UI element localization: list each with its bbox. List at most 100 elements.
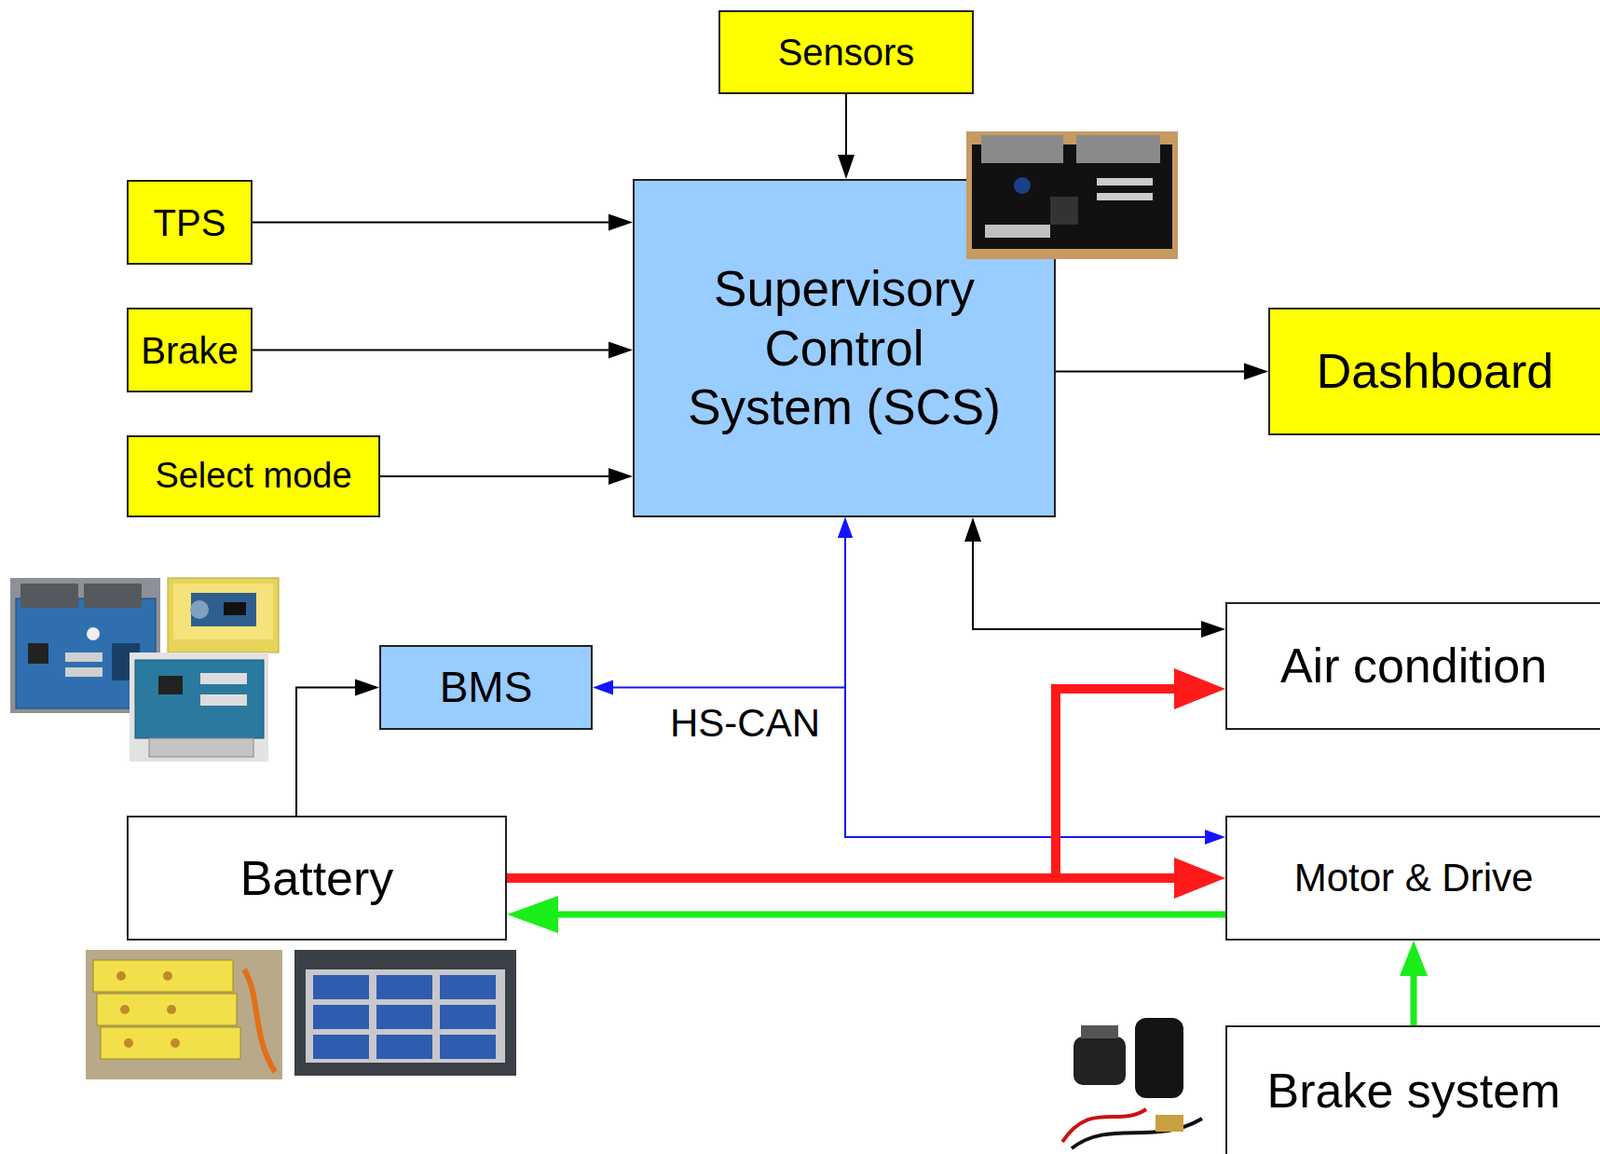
input-box: TPS	[126, 179, 253, 265]
battery-cell-photo-part	[190, 600, 209, 619]
arrow-head	[608, 341, 633, 359]
node-label: Battery	[240, 848, 395, 907]
connector-line	[1055, 370, 1245, 373]
output-box: Dashboard	[1268, 307, 1600, 436]
connector	[506, 668, 1226, 878]
input-box: Select mode	[126, 435, 381, 518]
node-label: Supervisory Control System (SCS)	[683, 259, 1006, 438]
battery-pack-photo-part	[439, 1034, 496, 1059]
arrow-head	[1204, 829, 1226, 845]
node-text-group: Air condition	[1280, 636, 1547, 695]
battery-pack-photo-part	[376, 974, 433, 999]
connector	[296, 679, 380, 817]
node-label: TPS	[153, 200, 227, 246]
connector-line	[380, 475, 610, 478]
battery-cell-photo-part	[167, 577, 279, 653]
connector	[252, 341, 633, 359]
bms-board2-photo	[129, 652, 269, 762]
connector	[1399, 940, 1428, 1026]
vacuum-pump-photo	[1052, 1010, 1215, 1154]
ecu-board-part	[984, 224, 1051, 238]
connector-line	[972, 540, 1203, 630]
node-label: BMS	[439, 661, 534, 713]
battery-cell-photo	[167, 577, 279, 653]
arrow-head	[964, 517, 982, 542]
battery-cells-photo-part	[100, 1026, 241, 1059]
bms-board-photo-part	[65, 667, 103, 677]
battery-pack-photo-part	[305, 969, 506, 1063]
arrow-head	[1174, 668, 1226, 710]
subsystem-box: Motor & Drive	[1225, 815, 1600, 941]
bms-board2-photo-part	[149, 738, 254, 757]
arrow-head	[608, 467, 633, 485]
bms-board-photo-part	[83, 583, 142, 608]
battery-cell-photo-part	[191, 592, 257, 627]
connector	[592, 517, 853, 696]
bms-board-photo-part	[65, 652, 103, 662]
ecu-board-part	[966, 131, 1178, 260]
ecu-board-part	[1096, 177, 1153, 186]
node-text-group: BMS	[439, 661, 534, 713]
controller-box: BMS	[379, 644, 593, 730]
bms-board-photo-part	[20, 583, 79, 608]
battery-cells-photo-part	[96, 993, 237, 1026]
bms-board2-photo-part	[200, 672, 247, 684]
vacuum-pump-photo-part	[1155, 1114, 1184, 1132]
bms-board-photo-part	[27, 642, 49, 664]
connector	[252, 214, 633, 232]
battery-cells-photo-part	[166, 1004, 177, 1014]
node-text-group: Motor & Drive	[1294, 854, 1534, 902]
connector-line	[296, 687, 356, 817]
battery-pack-photo-part	[376, 1034, 433, 1059]
node-label: Dashboard	[1316, 341, 1554, 400]
ecu-board-photo	[966, 131, 1178, 260]
arrow-head	[592, 680, 614, 696]
input-box: Brake	[126, 307, 253, 393]
bms-board-photo-part	[86, 627, 100, 641]
bms-board2-photo-part	[135, 659, 264, 739]
battery-cells-photo-part	[170, 1038, 180, 1048]
connector	[837, 94, 855, 179]
bms-board2-photo-part	[200, 694, 247, 706]
subsystem-box: Air condition	[1225, 601, 1600, 730]
battery-pack-photo-part	[439, 974, 496, 999]
arrow-head	[1399, 940, 1428, 976]
arrow-head	[1244, 363, 1269, 381]
node-label: Brake	[140, 328, 239, 373]
controller-box: Supervisory Control System (SCS)	[632, 178, 1056, 518]
ecu-board-part	[981, 135, 1064, 164]
node-label: Select mode	[154, 454, 352, 498]
node-text-group: Brake system	[1267, 1061, 1561, 1120]
arrow-head	[506, 895, 559, 933]
battery-pack-photo	[294, 949, 517, 1076]
arrow-head	[1174, 857, 1226, 899]
ecu-board-part	[1013, 177, 1031, 194]
arrow-head	[1201, 620, 1226, 638]
node-text-group: Select mode	[154, 454, 352, 498]
connector-line	[252, 349, 610, 352]
ecu-board-part	[1076, 135, 1161, 164]
battery-cells-photo-part	[85, 949, 283, 1080]
bms-board2-photo-part	[129, 652, 269, 762]
battery-pack-photo-part	[313, 1034, 370, 1059]
node-text-group: Brake	[140, 328, 239, 373]
connector	[964, 517, 1226, 638]
battery-cells-photo-part	[120, 1004, 130, 1014]
battery-cells-photo-part	[116, 970, 126, 981]
arrow-head	[837, 517, 853, 538]
node-label: Air condition	[1280, 636, 1547, 695]
connector	[1055, 363, 1269, 381]
arrow-head	[355, 679, 380, 697]
battery-cells-photo-part	[244, 969, 275, 1072]
vacuum-pump-photo-part	[1062, 1108, 1147, 1142]
node-text-group: Dashboard	[1316, 341, 1554, 400]
ecu-board-part	[1050, 196, 1079, 225]
battery-cells-photo-part	[93, 959, 233, 992]
node-label: Motor & Drive	[1294, 854, 1534, 902]
arrow-head	[608, 214, 633, 232]
arrow-head	[837, 517, 853, 538]
battery-pack-photo-part	[313, 974, 370, 999]
